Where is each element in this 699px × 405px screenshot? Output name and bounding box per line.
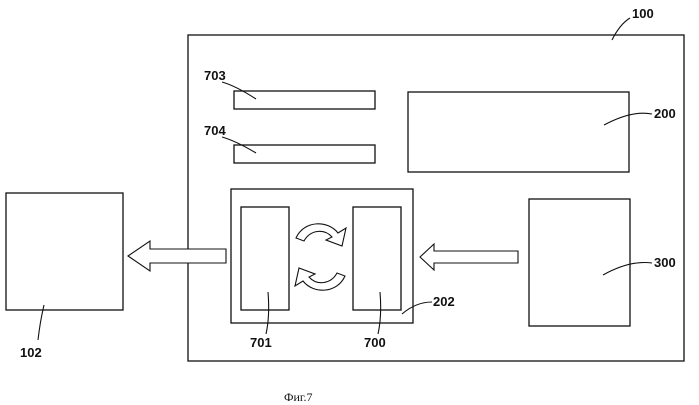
- bar-703-box: [234, 91, 375, 109]
- element-701-box: [241, 207, 289, 310]
- element-700-box: [353, 207, 401, 310]
- label-202: 202: [433, 294, 455, 309]
- label-700: 700: [364, 335, 386, 350]
- label-300: 300: [654, 255, 676, 270]
- label-200: 200: [654, 106, 676, 121]
- bar-704-box: [234, 145, 375, 163]
- label-100: 100: [632, 6, 654, 21]
- figure-caption: Фиг.7: [284, 390, 312, 404]
- block-300-box: [529, 199, 630, 326]
- label-704: 704: [204, 123, 226, 138]
- block-200-box: [408, 92, 629, 172]
- external-block-box: [6, 193, 123, 310]
- label-701: 701: [250, 335, 272, 350]
- label-703: 703: [204, 68, 226, 83]
- label-102: 102: [20, 345, 42, 360]
